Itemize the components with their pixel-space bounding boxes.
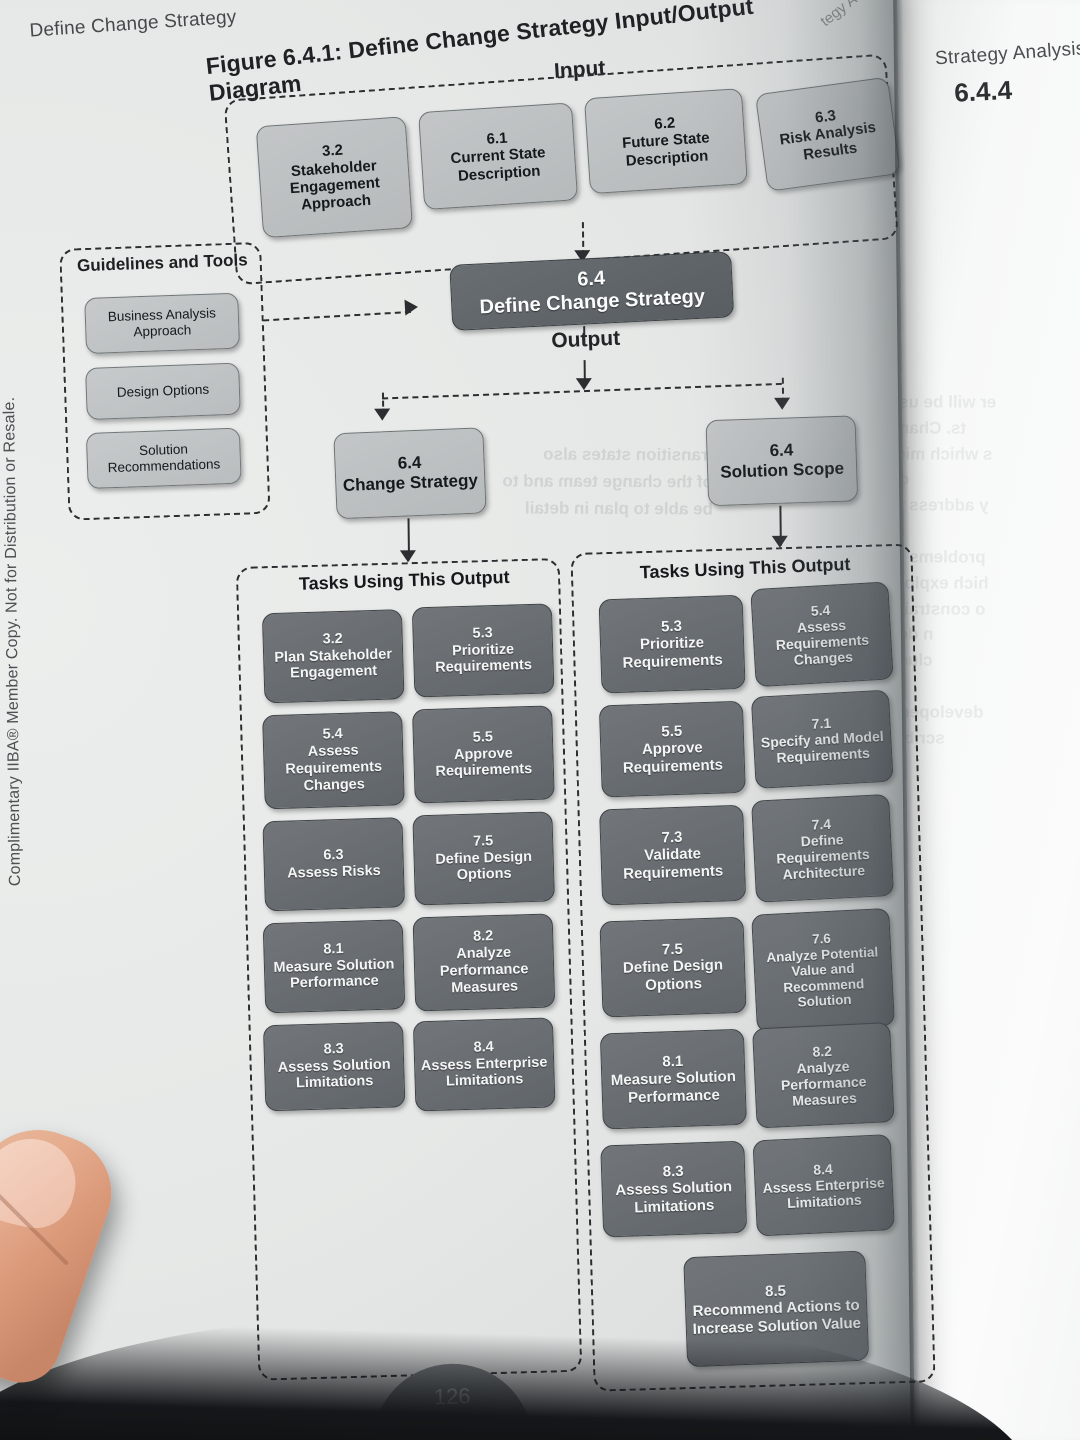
task-to-output-connector — [583, 326, 586, 347]
right-page-running-head: Strategy Analysis — [934, 38, 1080, 70]
task-number: 5.3 — [472, 624, 493, 642]
guidelines-to-task-arrowhead — [404, 298, 419, 316]
task-name: Assess Solution Limitations — [277, 1056, 391, 1092]
task-number: 7.5 — [661, 940, 684, 959]
task-name: Assess Enterprise Limitations — [420, 1054, 548, 1090]
output-box-name: Change Strategy — [342, 470, 479, 495]
task-number: 8.3 — [323, 1040, 344, 1058]
task-box-3-2: 3.2 Plan Stakeholder Engagement — [261, 609, 405, 704]
task-number: 8.1 — [662, 1052, 684, 1071]
guidelines-to-task-connector — [263, 310, 411, 322]
output-box-number: 6.4 — [397, 453, 422, 474]
vertical-copyright-notice: Complimentary IIBA® Member Copy. Not for… — [0, 396, 24, 887]
main-task-name: Define Change Strategy — [479, 285, 706, 319]
left-page: transition states also of the change tea… — [0, 0, 936, 1440]
guideline-box-business-analysis-approach: Business Analysis Approach — [84, 292, 241, 354]
task-box-5-4: 5.4 Assess Requirements Changes — [262, 711, 405, 810]
task-number: 8.1 — [323, 940, 344, 958]
task-number: 5.5 — [472, 728, 494, 746]
running-head: Define Change Strategy — [28, 6, 238, 42]
input-box-number: 6.1 — [485, 129, 508, 148]
task-box-5-3: 5.3 Prioritize Requirements — [411, 603, 555, 698]
output-label: Output — [550, 326, 621, 353]
task-number: 7.3 — [661, 828, 683, 847]
input-box-6-1: 6.1 Current State Description — [418, 102, 579, 211]
task-box-8-3: 8.3 Assess Solution Limitations — [262, 1021, 406, 1112]
thumbnail — [0, 1129, 85, 1236]
task-name: Approve Requirements — [435, 745, 533, 781]
right-page-section-number: 6.4.4 — [953, 74, 1013, 108]
task-name: Assess Risks — [286, 862, 381, 882]
task-box-6-3: 6.3 Assess Risks — [262, 817, 406, 912]
input-box-number: 6.2 — [653, 114, 676, 133]
task-number: 5.3 — [660, 617, 683, 636]
guideline-box-design-options: Design Options — [85, 362, 241, 420]
task-number: 8.4 — [473, 1038, 494, 1056]
task-number: 5.5 — [661, 722, 683, 741]
task-box-7-5: 7.5 Define Design Options — [412, 811, 555, 906]
input-box-3-2: 3.2 Stakeholder Engagement Approach — [255, 116, 413, 239]
output-arrowhead — [575, 378, 592, 391]
task-box-5-5: 5.5 Approve Requirements — [412, 705, 555, 804]
input-box-name: Current State Description — [450, 144, 547, 185]
guideline-box-solution-recommendations: Solution Recommendations — [85, 427, 242, 489]
task-name: Prioritize Requirements — [435, 641, 533, 677]
task-number: 8.2 — [472, 928, 494, 946]
task-number: 5.4 — [322, 726, 344, 743]
task-number: 8.3 — [662, 1162, 684, 1181]
change-strategy-tasks-arrowhead — [399, 550, 417, 563]
output-box-change-strategy: 6.4 Change Strategy — [333, 427, 487, 520]
page-gutter-shading — [686, 0, 916, 1440]
task-number: 6.3 — [323, 847, 344, 864]
task-number: 3.2 — [322, 630, 343, 648]
task-number: 7.5 — [472, 832, 494, 850]
output-left-arrowhead — [374, 408, 391, 421]
input-box-number: 3.2 — [321, 141, 344, 161]
task-box-8-2: 8.2 Analyze Performance Measures — [412, 913, 556, 1012]
task-box-8-1: 8.1 Measure Solution Performance — [262, 919, 406, 1014]
task-name: Assess Requirements Changes — [285, 742, 383, 794]
task-name: Plan Stakeholder Engagement — [274, 646, 393, 682]
guideline-name: Design Options — [116, 381, 210, 401]
task-name: Define Design Options — [435, 848, 533, 884]
task-name: Analyze Performance Measures — [439, 944, 529, 997]
guideline-name: Solution Recommendations — [107, 441, 221, 476]
guideline-name: Business Analysis Approach — [107, 305, 217, 340]
main-task-number: 6.4 — [576, 267, 606, 291]
input-box-name: Stakeholder Engagement Approach — [289, 156, 381, 214]
task-name: Measure Solution Performance — [273, 956, 395, 992]
task-box-8-4: 8.4 Assess Enterprise Limitations — [412, 1017, 556, 1112]
